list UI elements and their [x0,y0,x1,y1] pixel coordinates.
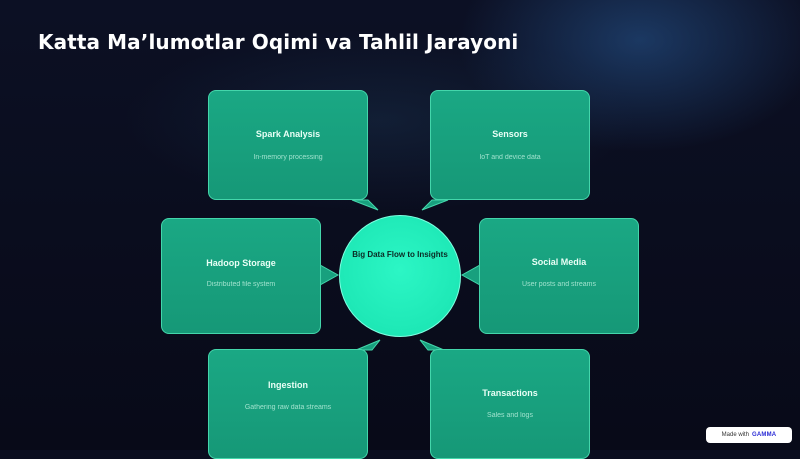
card-title: Transactions [482,388,538,398]
card-title: Sensors [492,129,528,139]
made-with-badge[interactable]: Made with GAMMA [706,427,792,443]
card-ingestion: Ingestion Gathering raw data streams [208,349,368,459]
sensors-tail [421,199,449,211]
card-sensors: Sensors IoT and device data [430,90,590,200]
badge-prefix: Made with [721,432,749,438]
social-tail [460,264,481,286]
card-transactions: Transactions Sales and logs [430,349,590,459]
card-social-media: Social Media User posts and streams [479,218,639,334]
card-subtitle: Gathering raw data streams [244,404,332,411]
badge-brand-logo: GAMMA [752,432,777,438]
card-subtitle: Distributed file system [206,281,276,288]
hub-label: Big Data Flow to Insights [352,250,448,259]
card-subtitle: Sales and logs [487,412,533,419]
card-title: Hadoop Storage [206,258,276,268]
card-title: Social Media [531,257,587,267]
spark-tail [351,199,379,211]
card-title: Ingestion [268,380,308,390]
card-hadoop-storage: Hadoop Storage Distributed file system [161,218,321,334]
hadoop-tail [319,264,340,286]
card-subtitle: In-memory processing [253,154,323,161]
slide-title: Katta Ma’lumotlar Oqimi va Tahlil Jarayo… [38,30,519,54]
card-subtitle: User posts and streams [522,281,596,288]
card-spark-analysis: Spark Analysis In-memory processing [208,90,368,200]
card-title: Spark Analysis [255,129,321,139]
card-subtitle: IoT and device data [479,154,541,161]
central-hub: Big Data Flow to Insights [339,215,461,337]
